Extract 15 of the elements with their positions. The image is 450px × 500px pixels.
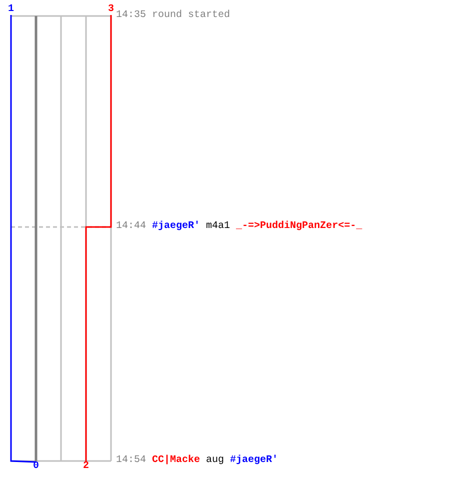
- weapon-name: m4a1: [206, 221, 230, 233]
- timestamp: 14:35: [116, 10, 146, 22]
- player-count: 2: [80, 462, 92, 472]
- player-count: 1: [5, 5, 17, 15]
- weapon-name: aug: [206, 455, 224, 467]
- player-count: 3: [105, 5, 117, 15]
- player-name: CC|Macke: [152, 455, 200, 467]
- event-text: round started: [152, 10, 230, 22]
- timestamp: 14:54: [116, 455, 146, 467]
- timeline-line: [10, 15, 36, 463]
- player-name: #jaegeR': [152, 221, 200, 233]
- player-name: #jaegeR': [230, 455, 278, 467]
- player-name: _-=>PuddiNgPanZer<=-_: [236, 221, 362, 233]
- timestamp: 14:44: [116, 221, 146, 233]
- timeline-line: [85, 15, 112, 462]
